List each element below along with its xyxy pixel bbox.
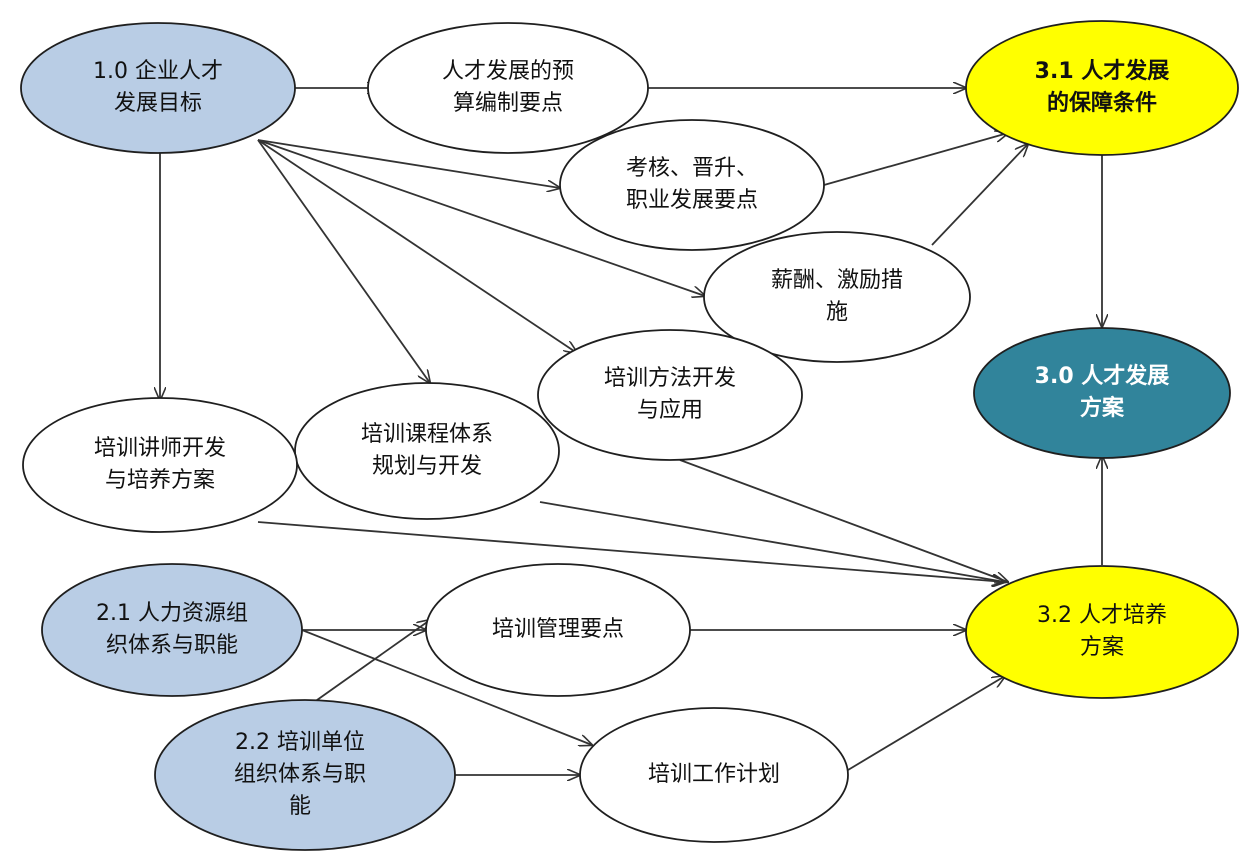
node-plan-shape bbox=[973, 327, 1231, 459]
edge-goal-to-method bbox=[257, 139, 577, 353]
edge-course-to-training bbox=[539, 501, 1005, 582]
edge-assess-to-guarantee bbox=[823, 133, 1008, 186]
node-trainer-shape bbox=[22, 397, 298, 533]
node-work-plan-shape bbox=[579, 707, 849, 843]
edge-goal-to-salary bbox=[257, 139, 705, 296]
edge-goal-to-course bbox=[257, 139, 430, 383]
edge-salary-to-guarantee bbox=[931, 144, 1028, 246]
node-hr-shape bbox=[41, 563, 303, 697]
node-mgmt-shape bbox=[425, 563, 691, 697]
edge-goal-to-assess bbox=[257, 139, 560, 188]
node-guarantee-shape bbox=[965, 20, 1239, 156]
edges bbox=[160, 88, 1102, 775]
node-unit-shape bbox=[154, 699, 456, 851]
edge-method-to-training bbox=[679, 459, 1008, 582]
node-training-shape bbox=[965, 565, 1239, 699]
node-method-shape bbox=[537, 329, 803, 461]
node-assess-shape bbox=[559, 119, 825, 251]
edge-hr-to-work-plan bbox=[301, 629, 592, 745]
edge-work-plan-to-training bbox=[847, 676, 1005, 771]
nodes bbox=[20, 20, 1239, 851]
node-goal-shape bbox=[20, 22, 296, 154]
node-salary-shape bbox=[703, 231, 971, 363]
node-budget-shape bbox=[367, 22, 649, 154]
edge-unit-to-mgmt bbox=[309, 620, 430, 706]
edge-trainer-to-training bbox=[257, 521, 1005, 582]
node-course-shape bbox=[294, 382, 560, 520]
